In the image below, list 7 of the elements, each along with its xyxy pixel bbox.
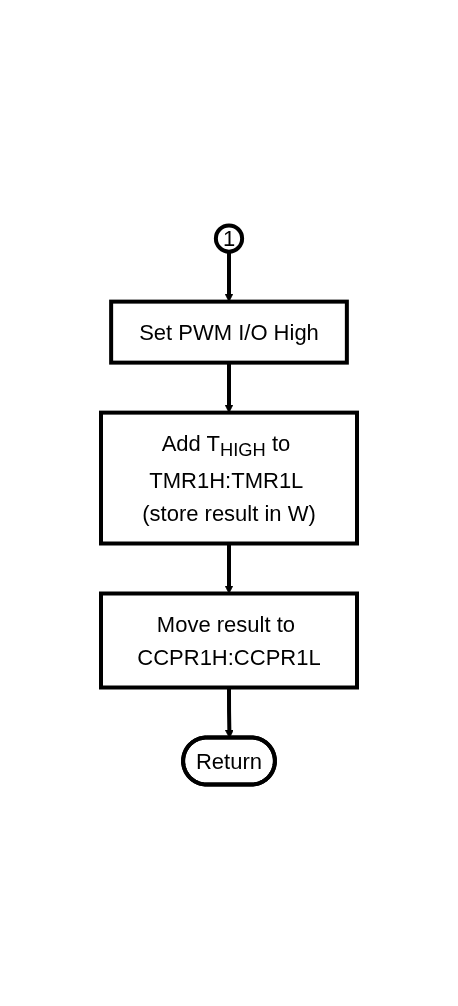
node-box: Add T$_{HIGH}$ to TMR1H:TMR1L (store result in W) (99, 410, 359, 546)
node-box: Move result to CCPR1H:CCPR1L (99, 591, 359, 690)
node-circle: 1 (213, 223, 245, 254)
arrow (224, 543, 234, 594)
arrow (224, 251, 234, 302)
arrow (224, 362, 234, 413)
node-box: Set PWM I/O High (109, 299, 349, 365)
